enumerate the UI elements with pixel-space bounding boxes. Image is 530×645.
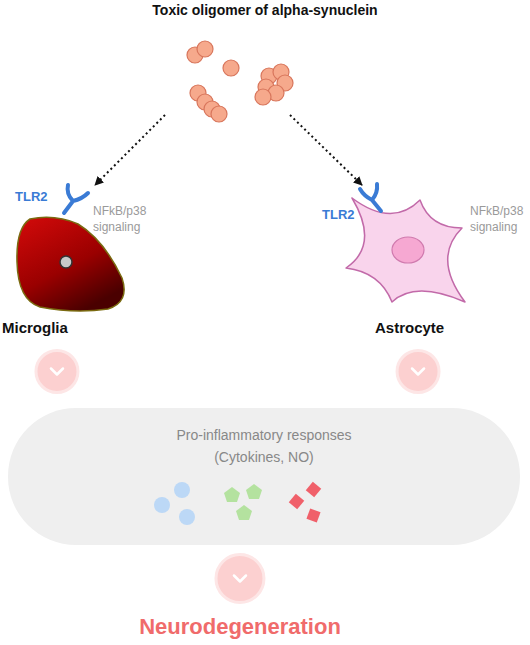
astrocyte-cell: [346, 198, 465, 302]
cytokine-pentagon: [246, 484, 262, 499]
receptor-label: TLR2: [15, 189, 48, 205]
response-band: Pro-inflammatory responses (Cytokines, N…: [8, 408, 520, 545]
arrow-chevron: [51, 368, 63, 374]
outcome-text: Neurodegeneration: [120, 614, 360, 640]
cell-nucleus: [60, 256, 72, 268]
cytokine-dot: [179, 509, 195, 525]
arrow-chevron: [412, 368, 424, 374]
arrow-circle: [397, 351, 439, 393]
oligomer-bead: [255, 89, 271, 105]
arrow-circle: [216, 555, 264, 603]
arrow-circle: [36, 351, 78, 393]
oligomer-bead: [197, 41, 213, 57]
cell-nucleus: [392, 237, 424, 263]
cytokine-pentagon: [236, 505, 252, 520]
cytokine-pentagon: [224, 487, 240, 502]
oligomer-heading: Toxic oligomer of alpha-synuclein: [140, 2, 390, 19]
oligomer-cluster: [187, 41, 293, 122]
oligomer-group: Toxic oligomer of alpha-synuclein: [140, 0, 390, 115]
oligomer-bead: [268, 85, 284, 101]
cell-body: [346, 198, 465, 302]
oligomer-bead: [223, 60, 239, 76]
arrow-chevron: [234, 575, 246, 581]
no-diamond: [306, 508, 320, 522]
dashed-line: [290, 115, 362, 185]
cell-label: Astrocyte: [375, 319, 444, 337]
step-arrow: [36, 351, 78, 393]
cell-body: [17, 217, 124, 311]
cytokine-dot: [154, 497, 170, 513]
tlr2-receptor: [64, 185, 88, 213]
pathway-label: NFkB/p38 signaling: [470, 203, 530, 235]
oligomer-bead: [258, 79, 274, 95]
step-arrow: [397, 351, 439, 393]
oligomer-bead: [187, 47, 203, 63]
receptor-label: TLR2: [322, 207, 355, 223]
microglia-cell-node: TLR2NFkB/p38 signalingMicroglia: [0, 185, 170, 335]
cell-label: Microglia: [2, 319, 68, 337]
outcome-node: Neurodegeneration: [120, 612, 360, 645]
oligomer-bead: [204, 101, 220, 117]
oligomer-bead: [277, 75, 293, 91]
band-text: Pro-inflammatory responses (Cytokines, N…: [154, 424, 374, 468]
oligomer-bead: [190, 85, 206, 101]
oligomer-bead: [211, 106, 227, 122]
tlr2-receptor: [360, 184, 381, 211]
astrocyte-cell-node: TLR2 NFkB/p38 signalingAstrocyte: [320, 185, 530, 335]
microglia-cell: [17, 217, 124, 311]
dashed-line: [95, 115, 165, 185]
no-diamond: [306, 482, 321, 497]
dashed-arrow: [95, 115, 165, 185]
cytokine-dot: [174, 482, 190, 498]
cytokine-symbols: [154, 482, 321, 525]
step-arrow: [216, 555, 264, 603]
oligomer-bead: [197, 94, 213, 110]
oligomer-bead: [261, 68, 277, 84]
oligomer-bead: [273, 64, 289, 80]
pathway-label: NFkB/p38 signaling: [93, 203, 165, 235]
no-diamond: [289, 494, 304, 509]
dashed-arrow: [290, 115, 362, 185]
